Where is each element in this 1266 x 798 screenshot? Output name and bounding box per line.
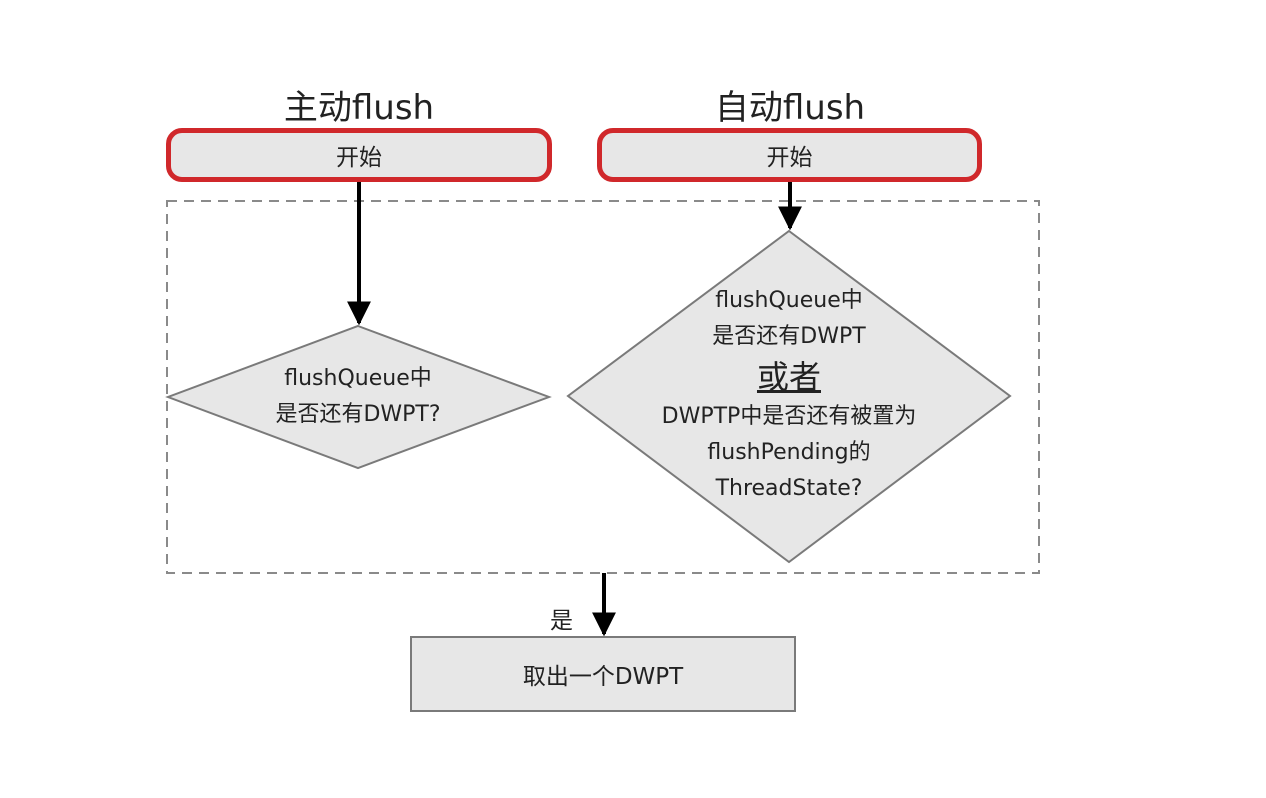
right-decision-line-1: flushQueue中 [715,288,863,313]
left-decision-text: flushQueue中 是否还有DWPT? [208,361,508,433]
result-node: 取出一个DWPT [410,636,796,712]
right-decision-or: 或者 [756,358,821,396]
result-label: 取出一个DWPT [522,664,684,690]
left-title: 主动flush [283,88,435,128]
yes-label: 是 [550,608,573,634]
left-start-label: 开始 [336,145,382,171]
left-start-node: 开始 [166,128,552,182]
right-start-node: 开始 [597,128,982,182]
right-decision-line-3: DWPTP中是否还有被置为 [661,404,917,429]
condition-group-box [166,200,1040,574]
right-decision-line-4: flushPending的 [707,440,871,465]
right-decision-diamond [566,229,1012,564]
right-title: 自动flush [714,88,866,128]
right-decision-line-2: 是否还有DWPT [712,324,866,349]
left-decision-line-1: flushQueue中 [284,366,432,391]
left-decision-line-2: 是否还有DWPT? [275,402,441,427]
right-decision-line-5: ThreadState? [715,476,863,501]
right-start-label: 开始 [766,145,813,171]
left-decision-diamond [165,324,552,470]
right-decision-text: flushQueue中 是否还有DWPT 或者 DWPTP中是否还有被置为 fl… [589,283,989,507]
